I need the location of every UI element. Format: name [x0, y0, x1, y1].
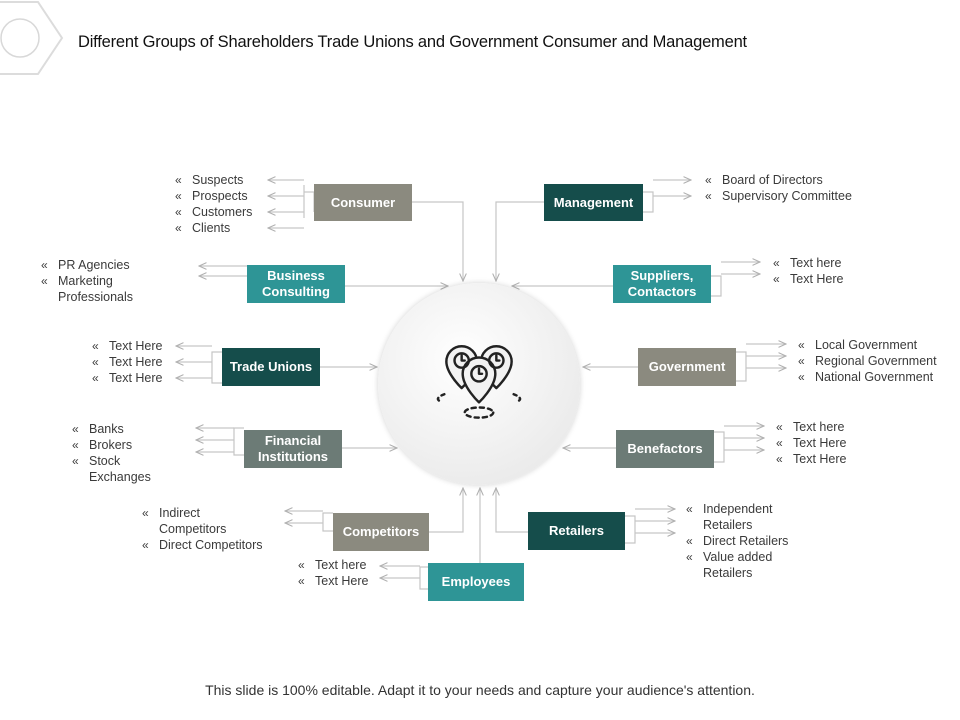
trade-unions-label: Trade Unions	[229, 359, 313, 374]
list-item: Direct Competitors	[142, 537, 263, 553]
financial-institutions-label: Financial Institutions	[257, 433, 329, 464]
retailers-label: Retailers	[549, 523, 604, 538]
list-item: Professionals	[58, 290, 134, 304]
list-item: Competitors	[159, 522, 227, 536]
consumer-to-hub-line	[412, 201, 463, 281]
corner-ornament	[0, 0, 64, 75]
list-item: Direct Retailers	[686, 533, 788, 549]
list-item: Text Here	[776, 451, 847, 467]
list-item: National Government	[798, 369, 937, 385]
list-item: Value added	[686, 549, 788, 565]
list-item: Text here	[776, 419, 847, 435]
business-consulting-label: Business Consulting	[262, 268, 330, 299]
government-list: Local Government Regional Government Nat…	[798, 337, 937, 385]
consumer-box: Consumer	[314, 184, 412, 221]
list-item: Board of Directors	[705, 172, 852, 188]
list-item: Independent	[686, 501, 788, 517]
location-pins-icon	[436, 345, 522, 419]
competitors-box: Competitors	[333, 513, 429, 551]
management-list: Board of Directors Supervisory Committee	[705, 172, 852, 204]
benefactors-box: Benefactors	[616, 430, 714, 468]
trade-unions-box: Trade Unions	[222, 348, 320, 386]
list-item: Text Here	[298, 573, 369, 589]
list-item: Suspects	[175, 172, 252, 188]
list-item: Marketing	[41, 273, 133, 289]
central-hub	[378, 283, 580, 485]
employees-box: Employees	[428, 563, 524, 601]
list-item: Text Here	[92, 370, 163, 386]
list-item: Text Here	[92, 354, 163, 370]
list-item: Retailers	[703, 518, 753, 532]
benefactors-label: Benefactors	[627, 441, 703, 456]
financial-institutions-list: Banks Brokers Stock Exchanges	[72, 421, 151, 485]
competitors-to-hub-line	[429, 488, 463, 533]
list-item: Stock	[72, 453, 151, 469]
list-item: Brokers	[72, 437, 151, 453]
competitors-label: Competitors	[342, 524, 420, 539]
list-item: Prospects	[175, 188, 252, 204]
business-consulting-list: PR Agencies Marketing Professionals	[41, 257, 133, 305]
list-item: Banks	[72, 421, 151, 437]
list-item: Text here	[773, 255, 844, 271]
list-item: Text Here	[92, 338, 163, 354]
management-to-hub-line	[496, 201, 544, 281]
consumer-list: Suspects Prospects Customers Clients	[175, 172, 252, 236]
list-item: Text here	[298, 557, 369, 573]
consumer-label: Consumer	[330, 194, 396, 210]
employees-list: Text here Text Here	[298, 557, 369, 589]
suppliers-label: Suppliers, Contactors	[627, 268, 697, 299]
retailers-list: Independent Retailers Direct Retailers V…	[686, 501, 788, 581]
list-item: Text Here	[776, 435, 847, 451]
government-label: Government	[648, 359, 726, 374]
list-item: Exchanges	[89, 470, 151, 484]
management-box: Management	[544, 184, 643, 221]
retailers-box: Retailers	[528, 512, 625, 550]
suppliers-box: Suppliers, Contactors	[613, 265, 711, 303]
financial-institutions-box: Financial Institutions	[244, 430, 342, 468]
management-label: Management	[553, 194, 634, 210]
retailers-to-hub-line	[496, 488, 528, 533]
competitors-list: Indirect Competitors Direct Competitors	[142, 505, 263, 553]
government-box: Government	[638, 348, 736, 386]
list-item: Local Government	[798, 337, 937, 353]
list-item: Clients	[175, 220, 252, 236]
benefactors-list: Text here Text Here Text Here	[776, 419, 847, 467]
trade-unions-list: Text Here Text Here Text Here	[92, 338, 163, 386]
list-item: Retailers	[703, 566, 753, 580]
list-item: Text Here	[773, 271, 844, 287]
page-title: Different Groups of Shareholders Trade U…	[78, 33, 747, 51]
list-item: Regional Government	[798, 353, 937, 369]
list-item: PR Agencies	[41, 257, 133, 273]
list-item: Customers	[175, 204, 252, 220]
business-consulting-box: Business Consulting	[247, 265, 345, 303]
footer-note: This slide is 100% editable. Adapt it to…	[205, 682, 755, 698]
suppliers-list: Text here Text Here	[773, 255, 844, 287]
list-item: Supervisory Committee	[705, 188, 852, 204]
list-item: Indirect	[142, 505, 263, 521]
employees-label: Employees	[441, 574, 511, 589]
